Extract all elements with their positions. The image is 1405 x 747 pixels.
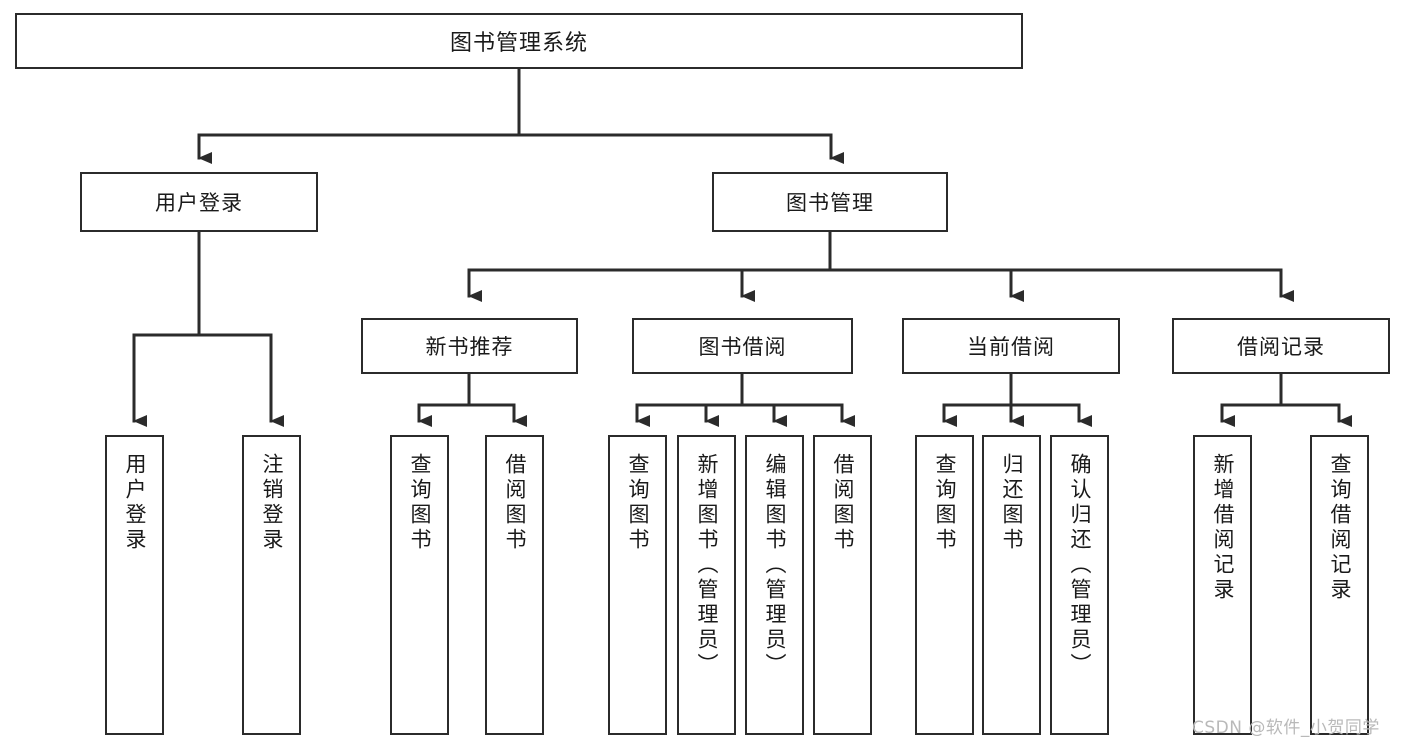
node-label: 查询图书 xyxy=(408,453,432,553)
leaf-add-book-admin[interactable]: 新增图书（管理员） xyxy=(677,435,736,735)
leaf-query-borrow-record[interactable]: 查询借阅记录 xyxy=(1310,435,1369,735)
node-label: 查询图书 xyxy=(626,453,650,553)
leaf-query-book-newbook[interactable]: 查询图书 xyxy=(390,435,449,735)
node-book-management[interactable]: 图书管理 xyxy=(712,172,948,232)
node-label: 归还图书 xyxy=(1000,453,1024,553)
node-label: 编辑图书（管理员） xyxy=(763,453,787,678)
node-book-borrow[interactable]: 图书借阅 xyxy=(632,318,853,374)
node-label: 确认归还（管理员） xyxy=(1068,453,1092,678)
leaf-edit-book-admin[interactable]: 编辑图书（管理员） xyxy=(745,435,804,735)
leaf-user-login[interactable]: 用户登录 xyxy=(105,435,164,735)
leaf-logout[interactable]: 注销登录 xyxy=(242,435,301,735)
leaf-query-book-current[interactable]: 查询图书 xyxy=(915,435,974,735)
node-label: 用户登录 xyxy=(123,453,147,553)
node-label: 图书管理系统 xyxy=(449,31,588,56)
node-label: 新增图书（管理员） xyxy=(695,453,719,678)
leaf-return-book[interactable]: 归还图书 xyxy=(982,435,1041,735)
leaf-add-borrow-record[interactable]: 新增借阅记录 xyxy=(1193,435,1252,735)
node-label: 借阅记录 xyxy=(1237,335,1325,359)
leaf-borrow-book-newbook[interactable]: 借阅图书 xyxy=(485,435,544,735)
node-user-login[interactable]: 用户登录 xyxy=(80,172,318,232)
node-root-book-management-system[interactable]: 图书管理系统 xyxy=(15,13,1023,69)
csdn-watermark: CSDN @软件_小贺同学 xyxy=(1192,718,1380,738)
node-label: 当前借阅 xyxy=(967,335,1055,359)
leaf-borrow-book-borrow[interactable]: 借阅图书 xyxy=(813,435,872,735)
node-label: 借阅图书 xyxy=(831,453,855,553)
node-label: 查询借阅记录 xyxy=(1328,453,1352,603)
node-label: 新增借阅记录 xyxy=(1211,453,1235,603)
node-borrow-record[interactable]: 借阅记录 xyxy=(1172,318,1390,374)
node-label: 查询图书 xyxy=(933,453,957,553)
node-label: 借阅图书 xyxy=(503,453,527,553)
leaf-query-book-borrow[interactable]: 查询图书 xyxy=(608,435,667,735)
node-label: 注销登录 xyxy=(260,453,284,553)
leaf-confirm-return-admin[interactable]: 确认归还（管理员） xyxy=(1050,435,1109,735)
node-label: 用户登录 xyxy=(155,191,243,215)
node-current-borrow[interactable]: 当前借阅 xyxy=(902,318,1120,374)
node-label: 图书管理 xyxy=(786,191,874,215)
node-label: 图书借阅 xyxy=(698,335,787,359)
node-new-book-recommend[interactable]: 新书推荐 xyxy=(361,318,578,374)
node-label: 新书推荐 xyxy=(425,335,514,359)
